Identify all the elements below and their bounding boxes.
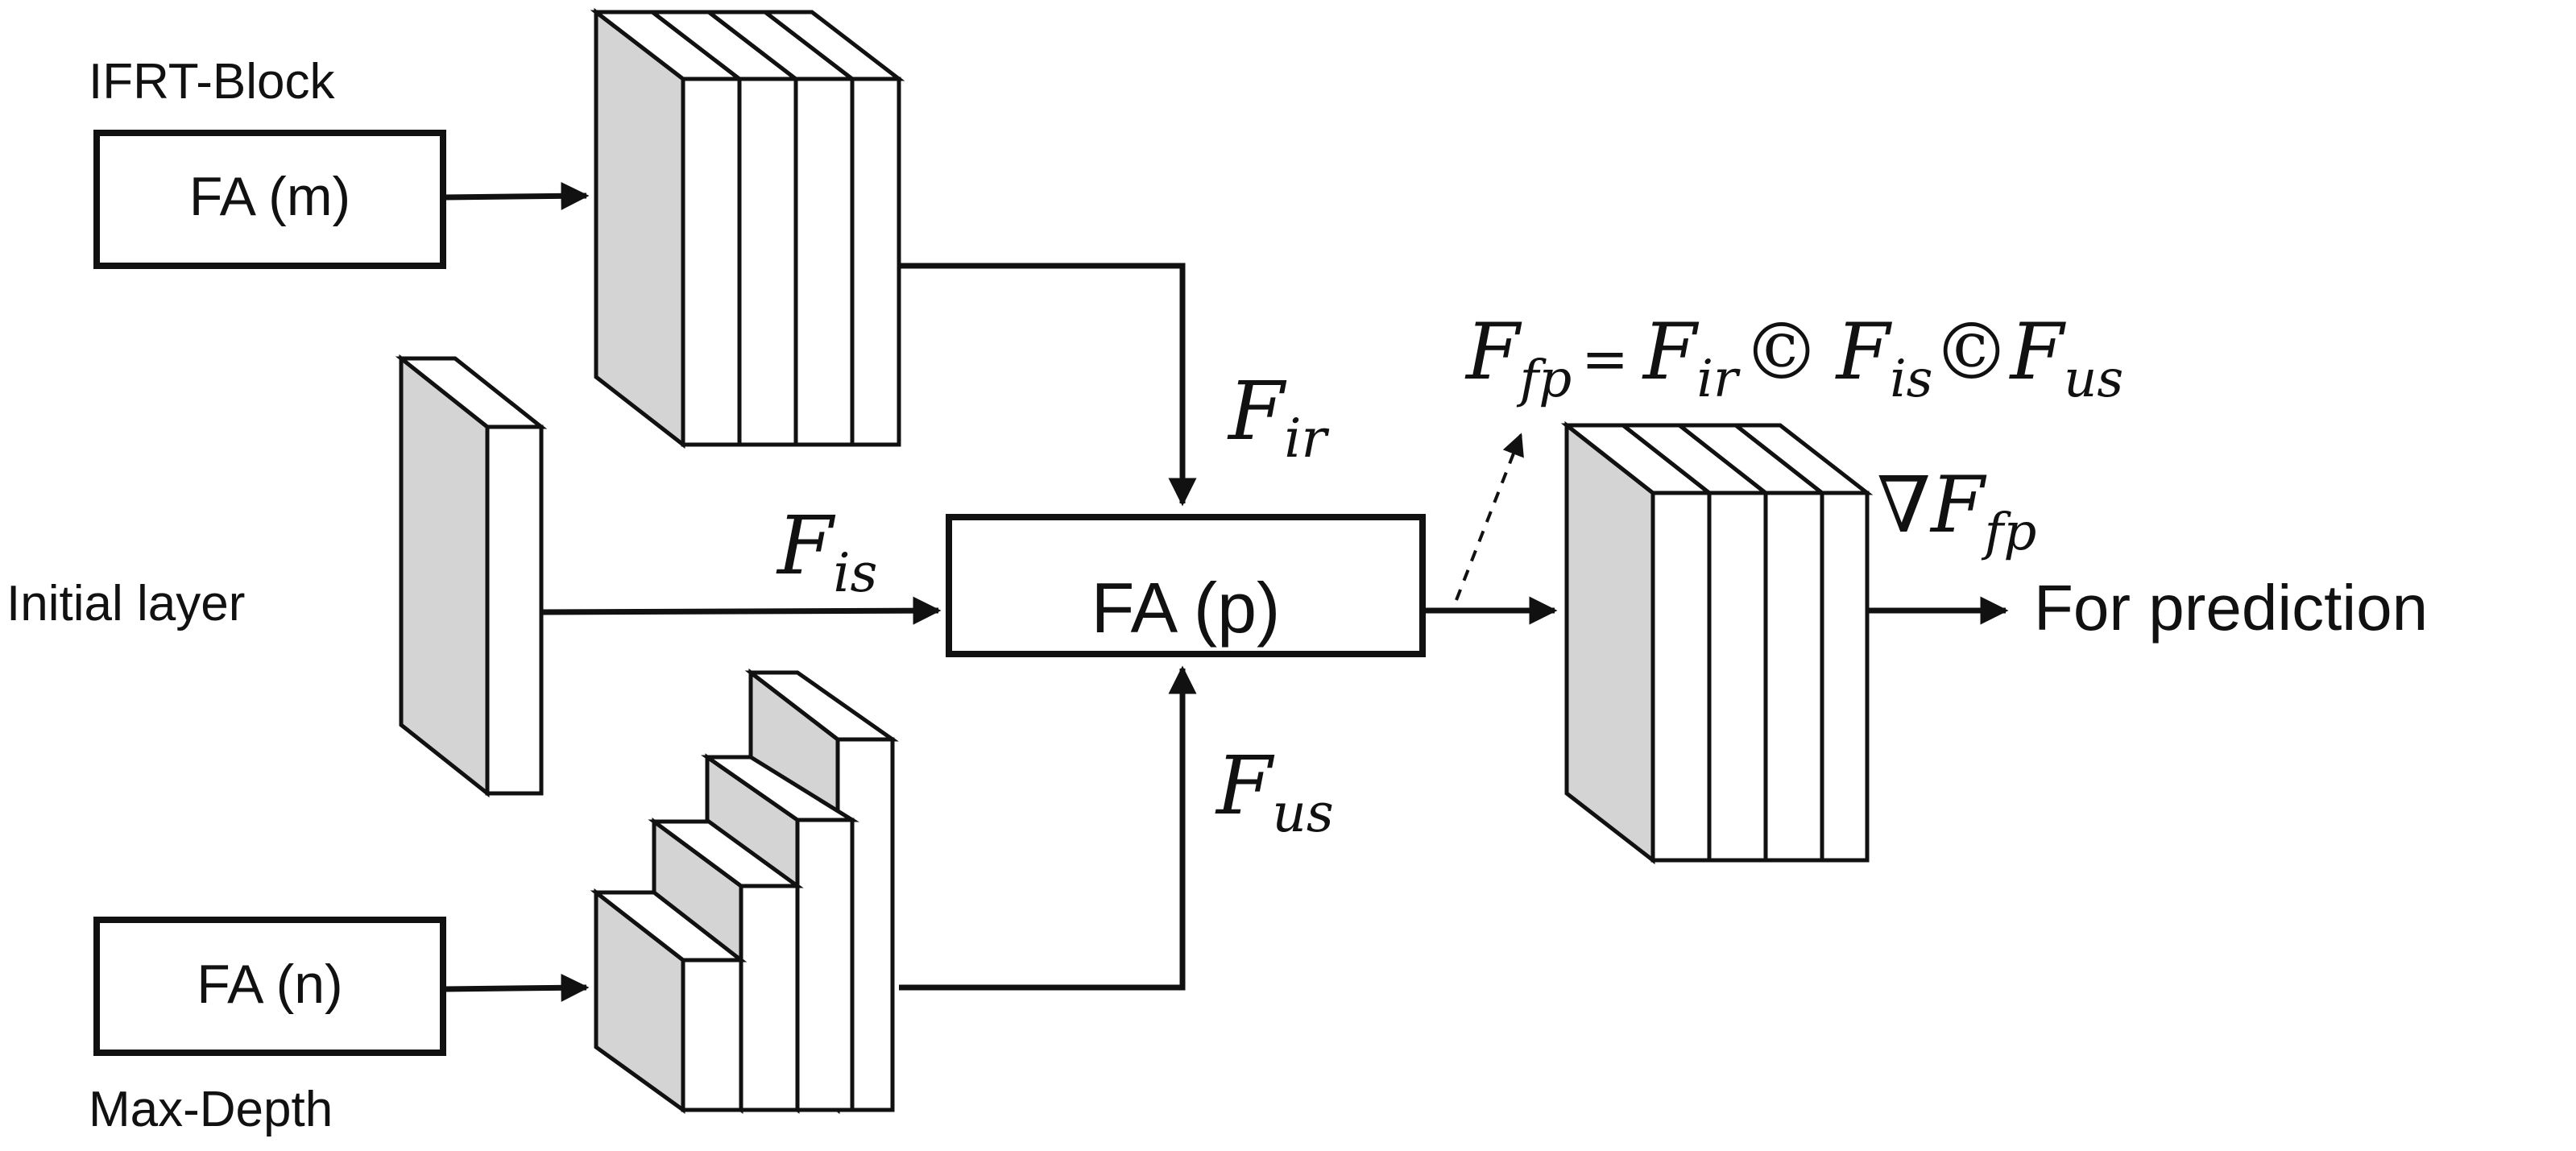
ifrt-feature-stack <box>590 7 905 449</box>
arrow-fa-n-to-stack <box>444 973 590 1002</box>
arrow-initial-to-fa-p <box>540 596 942 625</box>
arrow-fa-m-to-stack <box>444 181 590 210</box>
fa-n-label: FA (n) <box>197 954 342 1015</box>
fused-feature-stack <box>1560 420 1874 865</box>
arrow-maxdepth-to-fa-p <box>899 665 1197 991</box>
fa-n-box <box>93 917 446 1056</box>
grad-f-fp-label: ∇Ffp <box>1877 460 2036 562</box>
arrow-ifrt-to-fa-p <box>899 263 1197 507</box>
ifrt-block-label: IFRT-Block <box>89 54 335 110</box>
initial-layer-label: Initial layer <box>6 576 245 631</box>
f-ir-label: Fir <box>1227 364 1329 470</box>
fa-p-box <box>946 514 1426 657</box>
fa-m-box <box>93 130 446 269</box>
f-is-label: Fis <box>776 499 877 604</box>
initial-layer-slab <box>395 354 548 798</box>
max-depth-label: Max-Depth <box>89 1082 333 1137</box>
max-depth-staircase-stack <box>590 668 899 1115</box>
dashed-arrow-to-equation <box>1455 433 1524 601</box>
for-prediction-label: For prediction <box>2034 572 2428 644</box>
fa-p-label: FA (p) <box>1091 568 1281 648</box>
fa-m-label: FA (m) <box>189 166 350 227</box>
fusion-equation: Ffp=Fir©Fis©Fus <box>1464 307 2123 409</box>
f-us-label: Fus <box>1215 739 1334 844</box>
